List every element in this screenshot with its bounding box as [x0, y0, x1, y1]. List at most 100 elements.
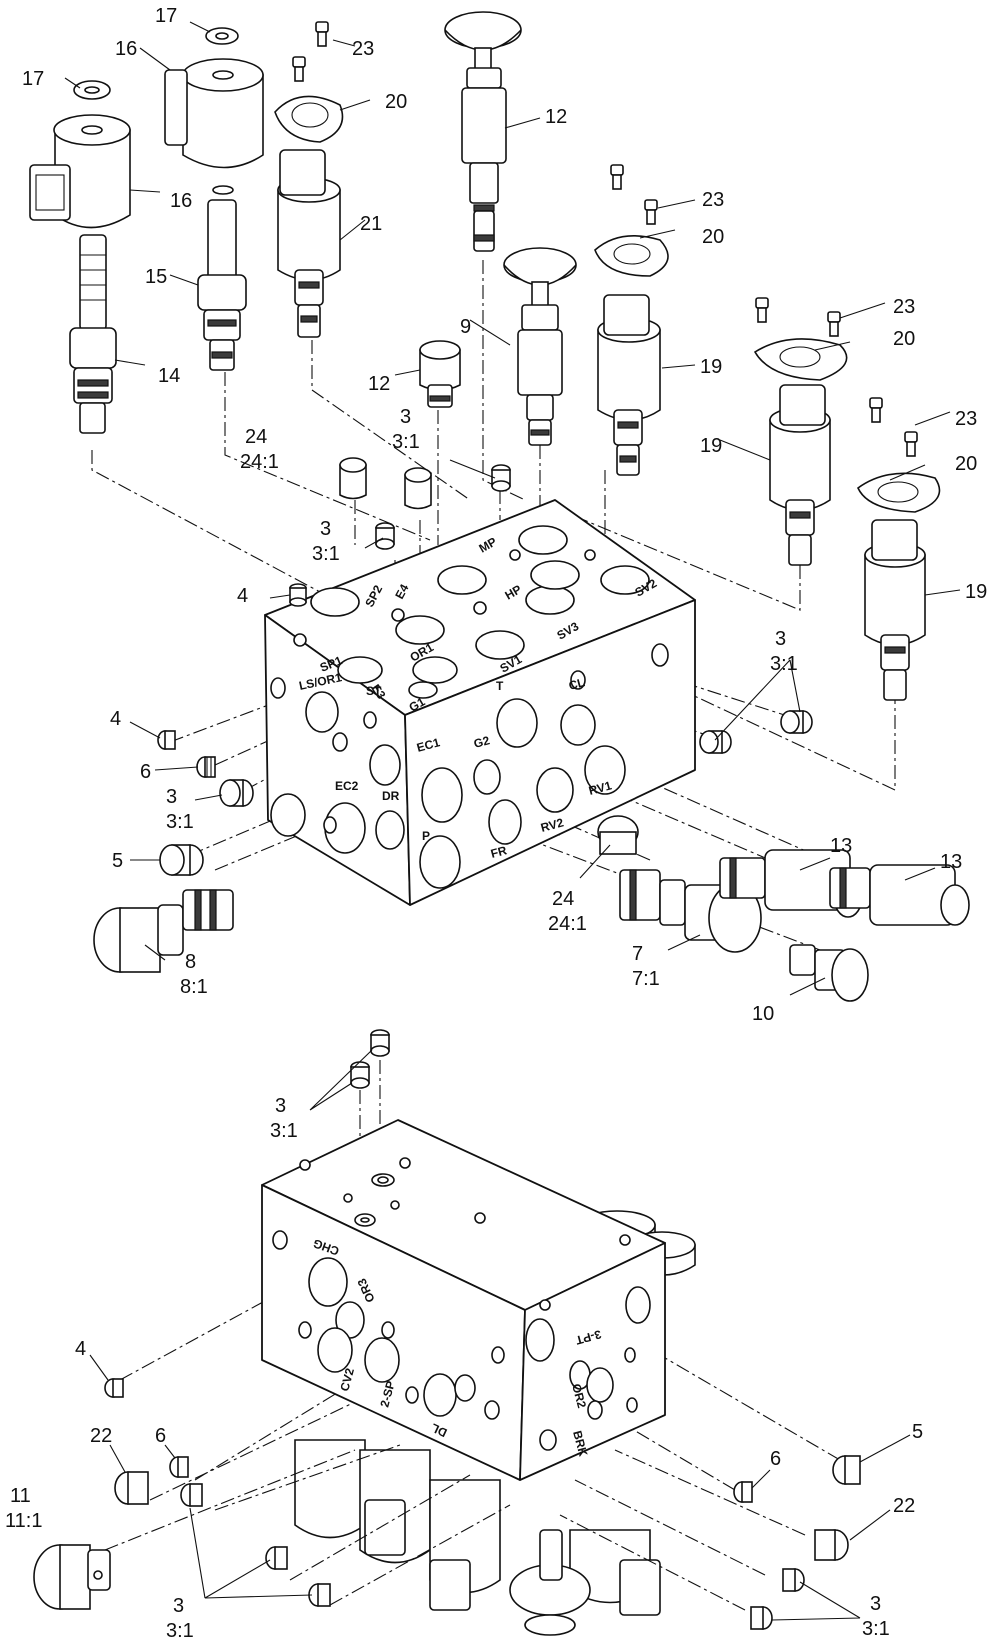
callout-leaders-bottom: [89, 1049, 911, 1621]
callout-bottom-6-b: 6: [770, 1448, 781, 1470]
part-22-plug-right: [814, 1529, 849, 1561]
port-label-e4: E4: [392, 582, 411, 602]
callout-19-c: 19: [965, 581, 987, 603]
callout-23-b: 23: [702, 189, 724, 211]
callout-13-a: 13: [830, 835, 852, 857]
callouts-bottom: 3 3:1 4 5 6 22 11 11:1 6 22 3 3:1 3 3:1: [5, 1095, 923, 1642]
part-3-plug-top-b: [375, 522, 395, 550]
callout-24-a: 24: [245, 426, 267, 448]
port-label-dr: DR: [382, 789, 400, 803]
part-24-plug-b: [404, 467, 432, 510]
callout-3-c: 3: [775, 628, 786, 650]
part-16-coil-left: [29, 114, 131, 229]
part-3-plug-right-a: [780, 710, 813, 734]
part-20-gasket-d: [856, 472, 941, 513]
callout-bottom-3-a: 3: [275, 1095, 286, 1117]
callout-bottom-3-c-ratio: 3:1: [862, 1618, 890, 1640]
assembly-lines-bottom: [104, 1060, 841, 1611]
part-23-screw-e: [755, 297, 769, 323]
callout-16-a: 16: [115, 38, 137, 60]
callout-19-b: 19: [700, 435, 722, 457]
part-3-plug-bottom-left-b: [265, 1546, 288, 1570]
part-5-plug-left: [159, 844, 204, 876]
callout-24-a-ratio: 24:1: [240, 451, 279, 473]
callout-8-ratio: 8:1: [180, 976, 208, 998]
part-11-plug: [33, 1544, 111, 1610]
part-3-plug-bottom-right-b: [750, 1606, 773, 1630]
part-23-screw-a: [315, 21, 329, 47]
callout-bottom-4: 4: [75, 1338, 86, 1360]
callout-16-b: 16: [170, 190, 192, 212]
part-3-plug-bottom-right-a: [782, 1568, 805, 1592]
callout-bottom-3-b: 3: [173, 1595, 184, 1617]
part-23-screw-g: [869, 397, 883, 423]
callout-20-c: 20: [893, 328, 915, 350]
callout-12-b: 12: [368, 373, 390, 395]
port-label-3pt: 3-PT: [573, 1327, 602, 1347]
part-4-plug-bottom: [104, 1378, 124, 1398]
part-6-plug-left: [196, 756, 216, 778]
callout-19-a: 19: [700, 356, 722, 378]
callout-20-a: 20: [385, 91, 407, 113]
part-3-plug-bottom-top-a: [370, 1029, 390, 1057]
part-23-screw-f: [827, 311, 841, 337]
callout-21: 21: [360, 213, 382, 235]
part-12-plug-valve-b: [419, 340, 461, 408]
port-label-or2: OR2: [569, 1382, 589, 1410]
part-14-solenoid-cartridge: [69, 234, 117, 434]
port-label-g2: G2: [472, 733, 491, 751]
callout-15: 15: [145, 266, 167, 288]
part-6-plug-right: [733, 1481, 753, 1503]
part-17-nut-left: [73, 80, 111, 100]
callout-3-d: 3: [166, 786, 177, 808]
callout-10: 10: [752, 1003, 774, 1025]
callout-13-b: 13: [940, 851, 962, 873]
callout-bottom-11-ratio: 11:1: [5, 1510, 42, 1532]
port-label-t: T: [496, 679, 504, 693]
callout-14: 14: [158, 365, 180, 387]
callout-17-a: 17: [155, 5, 177, 27]
part-10-plug: [789, 944, 869, 1002]
callout-6-a: 6: [140, 761, 151, 783]
port-label-rv2: RV2: [539, 815, 565, 835]
part-5-plug-right: [832, 1455, 861, 1485]
part-12-relief-valve-a: [444, 11, 522, 252]
callout-4-a: 4: [237, 585, 248, 607]
part-20-gasket-c: [753, 338, 848, 381]
callout-12-a: 12: [545, 106, 567, 128]
part-4-plug-top: [289, 583, 307, 607]
part-6-plug-bottom-left: [169, 1456, 189, 1478]
part-3-plug-bottom-top-b: [350, 1061, 370, 1089]
callout-7-ratio: 7:1: [632, 968, 660, 990]
callout-bottom-22-a: 22: [90, 1425, 112, 1447]
port-label-st: ST: [366, 684, 382, 698]
callout-4-b: 4: [110, 708, 121, 730]
part-19-solenoid-c: [864, 519, 926, 701]
port-label-cl: CL: [567, 675, 586, 693]
callout-bottom-6-a: 6: [155, 1425, 166, 1447]
part-3-plug-top-a: [491, 464, 511, 492]
part-23-screw-h: [904, 431, 918, 457]
callout-3-d-ratio: 3:1: [166, 811, 194, 833]
callout-7: 7: [632, 943, 643, 965]
part-20-gasket-b: [594, 234, 669, 277]
part-19-solenoid-b: [769, 384, 831, 566]
part-3-plug-bottom-left-a: [180, 1483, 203, 1507]
part-9-relief-valve: [503, 247, 577, 446]
manifold-block-top: [264, 499, 696, 906]
callout-23-a: 23: [352, 38, 374, 60]
callout-bottom-3-b-ratio: 3:1: [166, 1620, 194, 1642]
port-label-p: P: [422, 829, 430, 843]
part-15-cartridge: [197, 199, 247, 371]
callout-3-a: 3: [400, 406, 411, 428]
callout-bottom-3-a-ratio: 3:1: [270, 1120, 298, 1142]
callout-3-c-ratio: 3:1: [770, 653, 798, 675]
callout-bottom-11: 11: [10, 1485, 31, 1507]
part-21-solenoid-valve: [277, 149, 341, 338]
part-24-plug-a: [339, 457, 367, 500]
part-22-plug-left: [114, 1471, 149, 1505]
part-23-screw-c: [610, 164, 624, 190]
callout-24-b-ratio: 24:1: [548, 913, 587, 935]
part-16-coil-center: [164, 58, 264, 195]
